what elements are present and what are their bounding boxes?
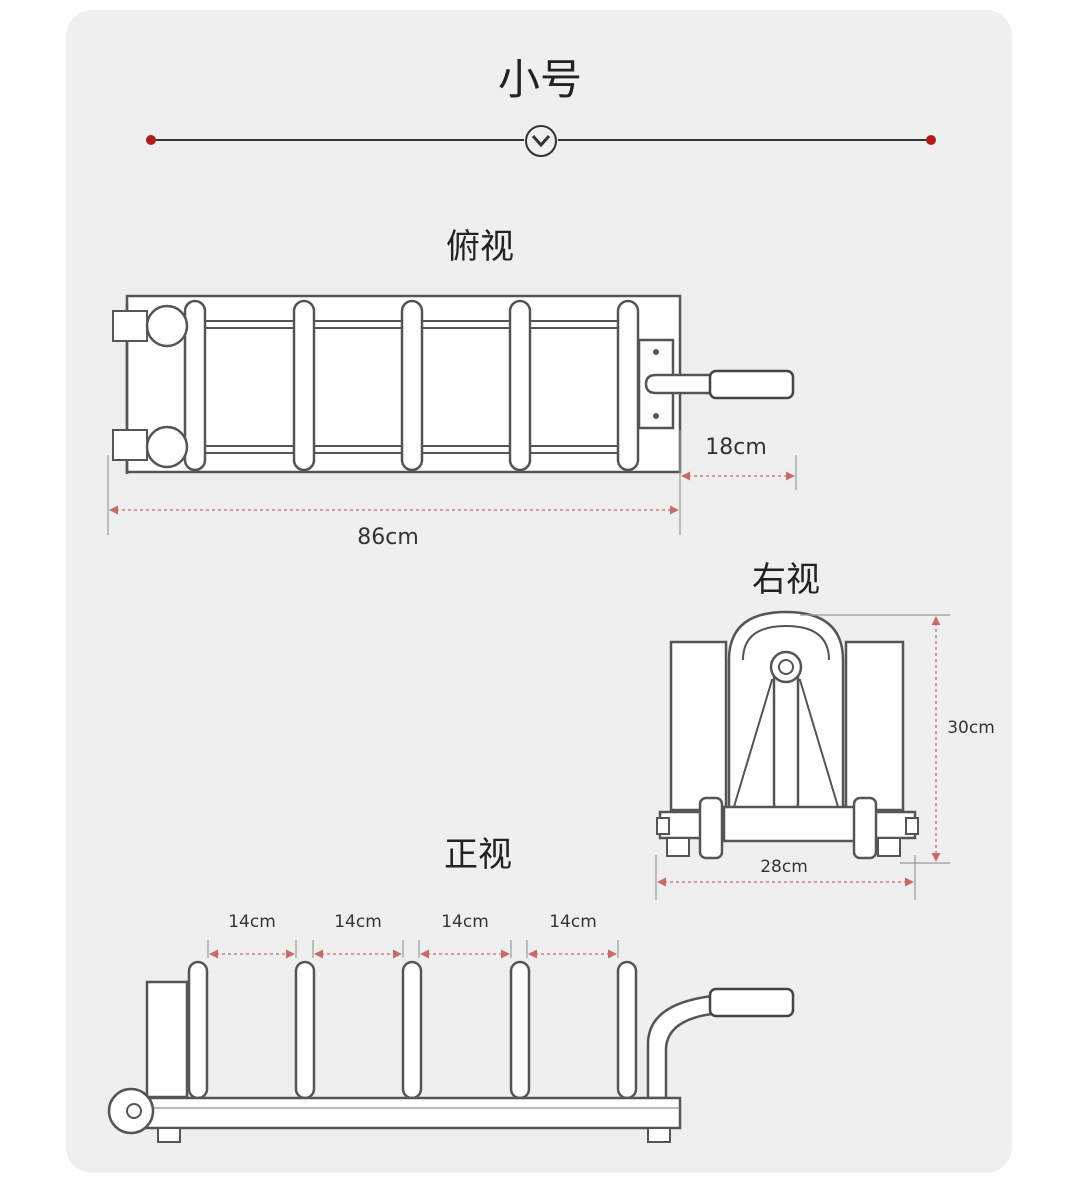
right-view-title: 右视 — [752, 560, 820, 600]
wheel-side — [852, 796, 878, 860]
base-bar — [126, 1096, 682, 1130]
curved-handle — [646, 994, 714, 1100]
upright-peg — [187, 960, 209, 1100]
peg — [508, 299, 532, 472]
upright-peg — [509, 960, 531, 1100]
chevron-down-circle-icon — [525, 125, 557, 157]
wheel — [145, 425, 189, 469]
dim-width: 28cm — [760, 857, 808, 877]
dim-spacing-3: 14cm — [441, 912, 489, 932]
peg — [292, 299, 316, 472]
handle-bar — [644, 373, 714, 395]
peg — [616, 299, 640, 472]
rail — [144, 320, 636, 329]
handle-grip — [708, 369, 795, 400]
side-peg — [669, 640, 728, 812]
upright-peg — [401, 960, 423, 1100]
side-peg — [844, 640, 905, 812]
dim-total-length: 86cm — [357, 525, 419, 550]
foot — [647, 1127, 671, 1143]
dim-spacing-2: 14cm — [334, 912, 382, 932]
front-view-title: 正视 — [444, 835, 512, 875]
axle — [722, 805, 860, 843]
red-dot-icon — [926, 135, 936, 145]
foot — [877, 837, 901, 857]
handle-stem — [772, 663, 800, 812]
wheel-axle — [112, 310, 148, 342]
peg — [183, 299, 207, 472]
upright-peg — [294, 960, 316, 1100]
top-view-drawing — [107, 294, 797, 535]
wheel — [145, 304, 189, 348]
foot — [157, 1127, 181, 1143]
dim-handle-length: 18cm — [705, 435, 767, 460]
wheel-side — [698, 796, 724, 860]
dim-height: 30cm — [947, 718, 995, 738]
top-view-title: 俯视 — [446, 227, 514, 267]
red-dot-icon — [146, 135, 156, 145]
page-title: 小号 — [498, 55, 582, 104]
upright-peg — [616, 960, 638, 1100]
header-divider — [146, 125, 936, 157]
peg — [400, 299, 424, 472]
rail — [144, 445, 636, 454]
foot — [666, 837, 690, 857]
right-view-drawing — [655, 610, 950, 900]
end-block — [145, 980, 189, 1099]
handle-grip — [708, 987, 795, 1018]
dim-spacing-4: 14cm — [549, 912, 597, 932]
dim-spacing-1: 14cm — [228, 912, 276, 932]
front-view-drawing — [107, 940, 795, 1143]
wheel-axle — [112, 429, 148, 461]
spec-card — [66, 10, 1012, 1173]
